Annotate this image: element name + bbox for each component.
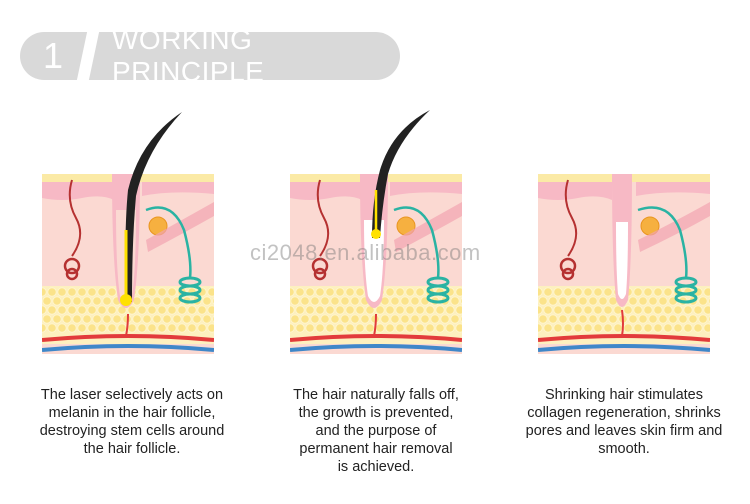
sweat-duct [145,206,192,279]
fat-cells [42,287,214,333]
capillary [125,313,129,337]
section-title: WORKING PRINCIPLE [112,24,265,87]
arrector-muscle [146,202,214,252]
caption-falling: The hair naturally falls off, the growth… [293,387,459,475]
fat-cells [290,287,462,333]
empty-follicle [364,220,384,302]
diagram-panel-falling [290,110,462,380]
fat-cells [538,287,710,333]
hair-shaft [125,112,182,302]
nerve-left [68,179,82,257]
vein [42,344,214,352]
sweat-gland [178,276,202,304]
falling-hair [372,110,430,238]
section-header: 1 WORKING PRINCIPLE [20,24,400,87]
diagram-panel-laser [42,110,214,380]
caption-laser: The laser selectively acts on melanin in… [39,387,225,457]
artery [42,334,214,342]
diagram-panel-shrinking [538,110,710,380]
laser-target [120,294,132,306]
skin-cross-section-shrinking [538,174,710,354]
caption-shrinking: Shrinking hair stimulates collagen regen… [525,387,723,457]
skin-cross-section-laser [42,112,214,354]
section-number: 1 [42,35,64,76]
watermark: ci2048.en.alibaba.com [250,240,481,265]
skin-cross-section-falling [290,110,462,354]
nerve-ending [63,257,81,281]
